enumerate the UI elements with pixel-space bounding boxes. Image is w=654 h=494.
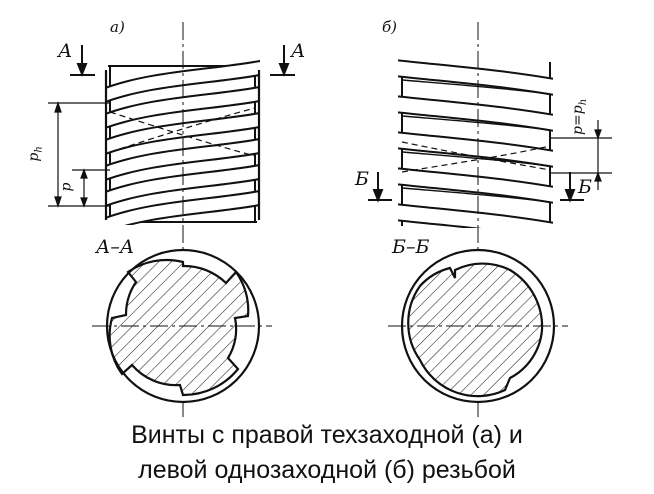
caption-line-2: левой однозаходной (б) резьбой bbox=[138, 456, 516, 484]
label-fig-a: а) bbox=[110, 18, 125, 36]
screw-b-side-view bbox=[398, 59, 553, 228]
label-fig-b: б) bbox=[382, 18, 398, 36]
label-ph: ph bbox=[25, 146, 45, 162]
dimension-lines-b bbox=[550, 120, 612, 190]
section-b-b-title: Б–Б bbox=[392, 236, 430, 258]
screw-a-side-view bbox=[104, 60, 261, 225]
label-section-b-left: Б bbox=[355, 168, 369, 190]
label-section-a-left: А bbox=[58, 40, 73, 62]
label-section-a-right: А bbox=[291, 40, 306, 62]
section-a-a-title: А–А bbox=[96, 236, 135, 258]
screw-thread-drawing bbox=[48, 22, 612, 420]
caption-line-1: Винты с правой техзаходной (а) и bbox=[131, 421, 523, 449]
label-p-eq-ph: p=ph bbox=[570, 98, 589, 135]
section-a-markers bbox=[70, 45, 295, 77]
label-section-b-right: Б bbox=[578, 176, 592, 198]
section-b-markers bbox=[368, 172, 584, 203]
dimension-lines-a bbox=[48, 101, 110, 208]
figure-caption: Винты с правой техзаходной (а) и левой о… bbox=[0, 418, 654, 488]
label-p: p bbox=[58, 182, 75, 192]
